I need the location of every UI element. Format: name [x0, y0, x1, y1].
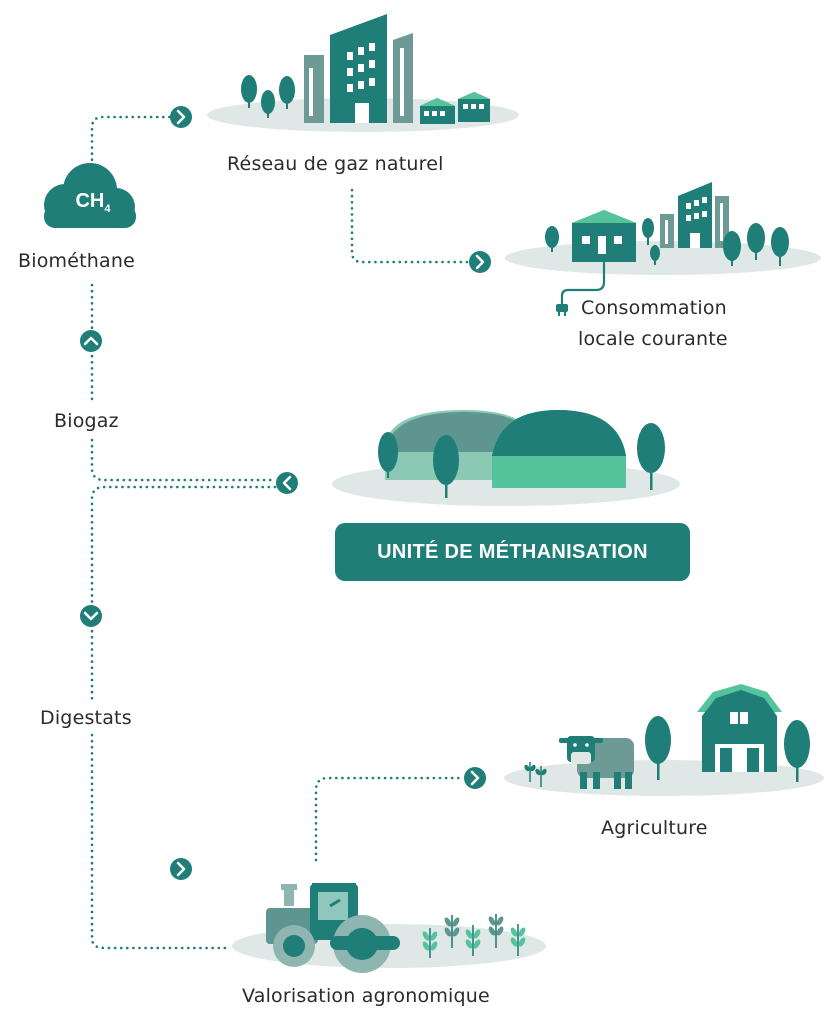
- connector-unite-biogaz: [90, 438, 277, 482]
- digestats-label: Digestats: [40, 707, 132, 729]
- connector-biomethane-reseau: [90, 115, 174, 174]
- arrow-right-icon-4: [170, 858, 192, 880]
- arrow-up-icon: [80, 330, 102, 352]
- tractor-field-illustration: [232, 883, 546, 973]
- cloud-icon: [44, 163, 136, 228]
- agriculture-label: Agriculture: [601, 817, 708, 839]
- connector-unite-digestats: [90, 485, 277, 610]
- arrow-right-icon-3: [464, 767, 486, 789]
- arrow-down-icon: [80, 605, 102, 627]
- connector-valorisation-agriculture: [314, 776, 466, 862]
- connector-digestats-valorisation: [90, 733, 232, 950]
- arrow-right-icon-1: [170, 106, 192, 128]
- agriculture-illustration: [504, 684, 824, 796]
- biomethane-label: Biométhane: [18, 250, 136, 272]
- arrow-right-icon-2: [469, 251, 491, 273]
- city-illustration: [207, 14, 519, 132]
- connector-reseau-consommation: [350, 188, 470, 264]
- ch4-label: CH4: [58, 190, 128, 215]
- reseau-label: Réseau de gaz naturel: [227, 153, 444, 175]
- methanization-unit-illustration: [332, 410, 680, 506]
- local-town-illustration: [505, 182, 821, 316]
- biogaz-label: Biogaz: [54, 410, 119, 432]
- ch4-main: CH: [75, 190, 105, 212]
- valorisation-label: Valorisation agronomique: [242, 985, 490, 1007]
- ch4-subscript: 4: [104, 203, 111, 215]
- arrow-left-icon: [276, 472, 298, 494]
- methanization-unit-badge: UNITÉ DE MÉTHANISATION: [335, 523, 690, 581]
- consommation-label-line1: Consommation: [581, 297, 727, 319]
- consommation-label-line2: locale courante: [578, 328, 728, 350]
